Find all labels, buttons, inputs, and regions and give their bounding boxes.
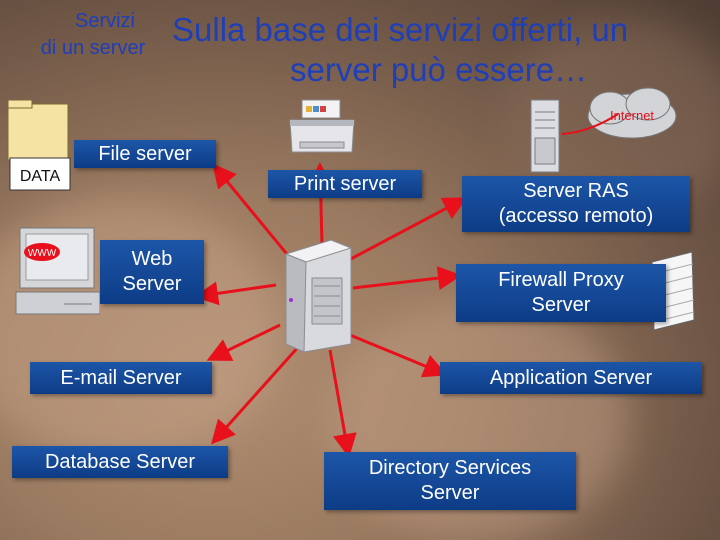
print-server-label: Print server [268,170,422,198]
application-server-text: Application Server [490,366,652,391]
firewall-server-label: Firewall Proxy Server [456,264,666,322]
directory-line1: Directory Services [369,456,531,481]
arrow-to-web-server [200,285,276,296]
ras-tower-icon [527,98,563,176]
web-server-label: Web Server [100,240,204,304]
firewall-line1: Firewall Proxy [498,268,624,293]
ras-connection-icon [560,108,620,138]
arrow-to-application-server [350,335,442,373]
arrow-to-database-server [215,345,300,440]
web-line2: Server [123,272,182,297]
ras-line2: (accesso remoto) [499,204,654,229]
directory-server-label: Directory Services Server [324,452,576,510]
central-server-icon [276,240,356,352]
data-folder-icon: DATA [6,100,82,192]
www-computer-icon: WWW [14,226,100,318]
file-server-text: File server [98,142,191,167]
arrow-to-email-server [212,325,280,358]
ras-line1: Server RAS [523,179,629,204]
email-server-label: E-mail Server [30,362,212,394]
directory-line2: Server [421,481,480,506]
ras-server-label: Server RAS (accesso remoto) [462,176,690,232]
printer-icon [288,98,356,160]
arrow-to-ras-server [345,200,462,262]
www-text: WWW [28,248,57,259]
database-server-label: Database Server [12,446,228,478]
database-server-text: Database Server [45,450,195,475]
data-text: DATA [20,168,61,185]
email-server-text: E-mail Server [60,366,181,391]
arrow-to-firewall-server [353,276,456,288]
print-server-text: Print server [294,172,396,197]
application-server-label: Application Server [440,362,702,394]
file-server-label: File server [74,140,216,168]
arrow-to-directory-server [330,350,348,452]
web-line1: Web [132,247,173,272]
firewall-line2: Server [532,293,591,318]
